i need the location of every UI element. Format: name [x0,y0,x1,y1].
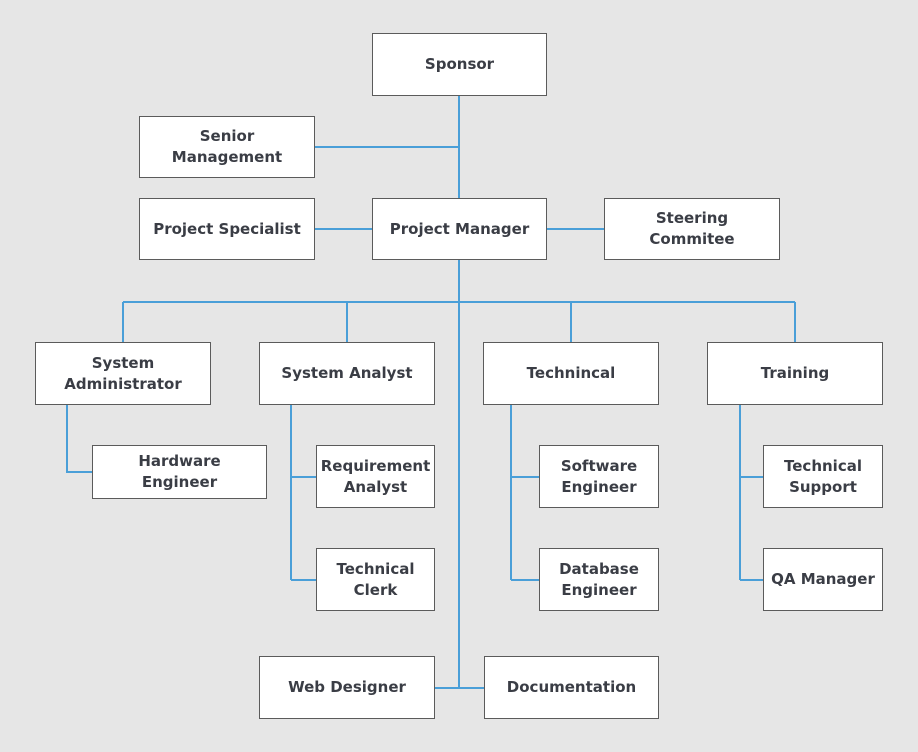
node-hardware-engineer: Hardware Engineer [92,445,267,499]
node-technical-clerk: Technical Clerk [316,548,435,611]
node-system-analyst: System Analyst [259,342,435,405]
node-documentation: Documentation [484,656,659,719]
node-technical: Technincal [483,342,659,405]
node-web-designer: Web Designer [259,656,435,719]
node-senior-management: Senior Management [139,116,315,178]
node-system-administrator: System Administrator [35,342,211,405]
node-software-engineer: Software Engineer [539,445,659,508]
node-steering-committee: Steering Commitee [604,198,780,260]
node-project-manager: Project Manager [372,198,547,260]
edge-hardware-engineer [66,405,92,473]
node-technical-support: Technical Support [763,445,883,508]
node-requirement-analyst: Requirement Analyst [316,445,435,508]
node-qa-manager: QA Manager [763,548,883,611]
node-database-engineer: Database Engineer [539,548,659,611]
node-project-specialist: Project Specialist [139,198,315,260]
node-training: Training [707,342,883,405]
node-sponsor: Sponsor [372,33,547,96]
